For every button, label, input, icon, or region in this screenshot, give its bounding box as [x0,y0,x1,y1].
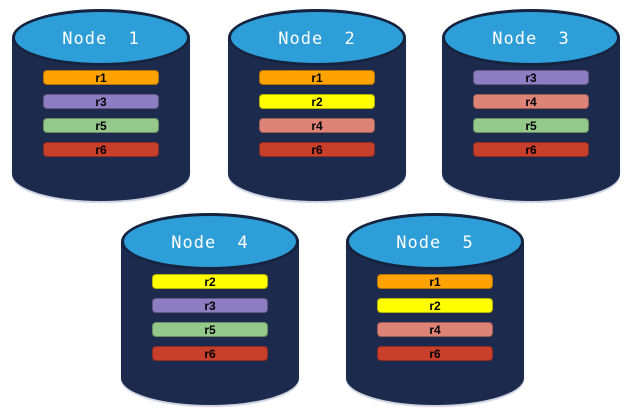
replica-bar-r4: r4 [259,118,375,133]
cylinder-top: Node 5 [346,213,524,270]
replica-bar-r5: r5 [473,118,589,133]
replica-bar-r4: r4 [377,322,493,337]
replica-bar-r1: r1 [43,70,159,85]
node-label: Node 1 [62,28,140,49]
replica-label: r3 [525,70,537,85]
cylinder-top: Node 2 [228,9,406,66]
replica-label: r4 [429,322,441,337]
replica-label: r2 [429,298,441,313]
replica-label: r5 [95,118,107,133]
db-node-3: Node 3 r3 r4 r5 r6 [442,9,620,201]
replica-bar-r3: r3 [43,94,159,109]
db-node-4: Node 4 r2 r3 r5 r6 [121,213,299,405]
replica-bar-r3: r3 [473,70,589,85]
cylinder-top: Node 4 [121,213,299,270]
replica-label: r4 [525,94,537,109]
replica-label: r3 [204,298,216,313]
replica-list: r3 r4 r5 r6 [473,70,589,157]
node-label: Node 5 [396,232,474,253]
replica-label: r4 [311,118,323,133]
replica-list: r1 r3 r5 r6 [43,70,159,157]
replica-label: r6 [311,142,323,157]
replica-bar-r6: r6 [377,346,493,361]
replica-bar-r5: r5 [43,118,159,133]
node-label: Node 3 [492,28,570,49]
replica-bar-r2: r2 [377,298,493,313]
replica-label: r5 [204,322,216,337]
replica-list: r1 r2 r4 r6 [377,274,493,361]
replica-bar-r2: r2 [152,274,268,289]
replica-label: r6 [429,346,441,361]
replica-bar-r6: r6 [152,346,268,361]
cylinder-top: Node 1 [12,9,190,66]
db-node-5: Node 5 r1 r2 r4 r6 [346,213,524,405]
replica-bar-r6: r6 [43,142,159,157]
replica-label: r2 [204,274,216,289]
db-node-1: Node 1 r1 r3 r5 r6 [12,9,190,201]
replica-bar-r1: r1 [377,274,493,289]
cylinder-top: Node 3 [442,9,620,66]
node-label: Node 2 [278,28,356,49]
node-label: Node 4 [171,232,249,253]
replica-label: r5 [525,118,537,133]
replica-label: r1 [311,70,323,85]
replica-bar-r5: r5 [152,322,268,337]
replica-bar-r3: r3 [152,298,268,313]
replica-list: r2 r3 r5 r6 [152,274,268,361]
replica-label: r6 [204,346,216,361]
replica-bar-r2: r2 [259,94,375,109]
replica-bar-r6: r6 [473,142,589,157]
replica-label: r6 [95,142,107,157]
replica-label: r6 [525,142,537,157]
replica-bar-r4: r4 [473,94,589,109]
replica-label: r2 [311,94,323,109]
replica-label: r1 [429,274,441,289]
replica-bar-r1: r1 [259,70,375,85]
replica-label: r1 [95,70,107,85]
replica-bar-r6: r6 [259,142,375,157]
replica-list: r1 r2 r4 r6 [259,70,375,157]
db-node-2: Node 2 r1 r2 r4 r6 [228,9,406,201]
replica-label: r3 [95,94,107,109]
